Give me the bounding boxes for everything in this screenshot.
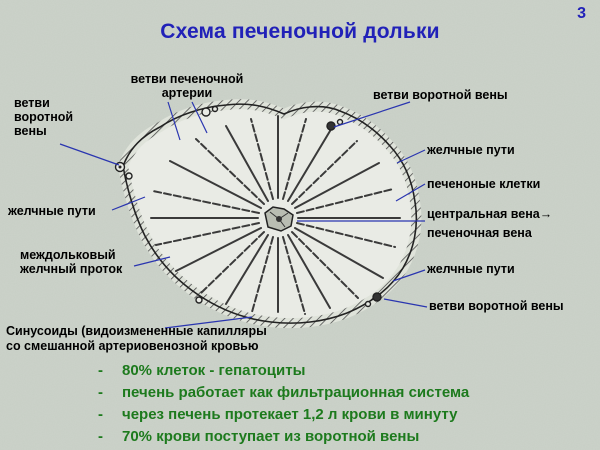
label-portal-vein-top-right: ветви воротной вены <box>373 88 508 102</box>
label-sinusoids: Синусоиды (видоизмененные капилляры со с… <box>6 324 267 353</box>
slide-title: Схема печеночной дольки <box>160 20 440 43</box>
label-bile-ducts-right-1: желчные пути <box>427 143 515 157</box>
fact-text: через печень протекает 1,2 л крови в мин… <box>122 406 458 423</box>
fact-dash: - <box>98 384 103 401</box>
label-hepatic-cells: печеноные клетки <box>427 177 541 191</box>
page-number: 3 <box>577 5 586 22</box>
fact-item: - через печень протекает 1,2 л крови в м… <box>98 407 469 423</box>
label-portal-vein-left: ветви воротной вены <box>14 96 74 138</box>
label-bile-ducts-right-2: желчные пути <box>427 262 515 276</box>
fact-dash: - <box>98 428 103 445</box>
fact-text: 70% крови поступает из воротной вены <box>122 428 420 445</box>
fact-item: - печень работает как фильтрационная сис… <box>98 385 469 401</box>
fact-item: - 80% клеток - гепатоциты <box>98 363 469 379</box>
fact-item: - 70% крови поступает из воротной вены <box>98 429 469 445</box>
fact-dash: - <box>98 362 103 379</box>
fact-text: печень работает как фильтрационная систе… <box>122 384 470 401</box>
label-hepatic-artery-top: ветви печеночной артерии <box>130 72 244 100</box>
portal-triads <box>114 105 382 308</box>
central-vein <box>264 206 294 232</box>
fact-dash: - <box>98 406 103 423</box>
fact-text: 80% клеток - гепатоциты <box>122 362 306 379</box>
facts-list: - 80% клеток - гепатоциты - печень работ… <box>98 363 469 450</box>
label-interlobular-bile-duct: междольковый желчный проток <box>20 248 123 276</box>
callout-lines <box>59 101 428 329</box>
label-central-vein: центральная вена→ печеночная вена <box>427 207 553 240</box>
radial-sinusoid-lines <box>150 115 401 315</box>
label-bile-ducts-left: желчные пути <box>8 204 96 218</box>
label-portal-vein-bottom-right: ветви воротной вены <box>429 299 564 313</box>
